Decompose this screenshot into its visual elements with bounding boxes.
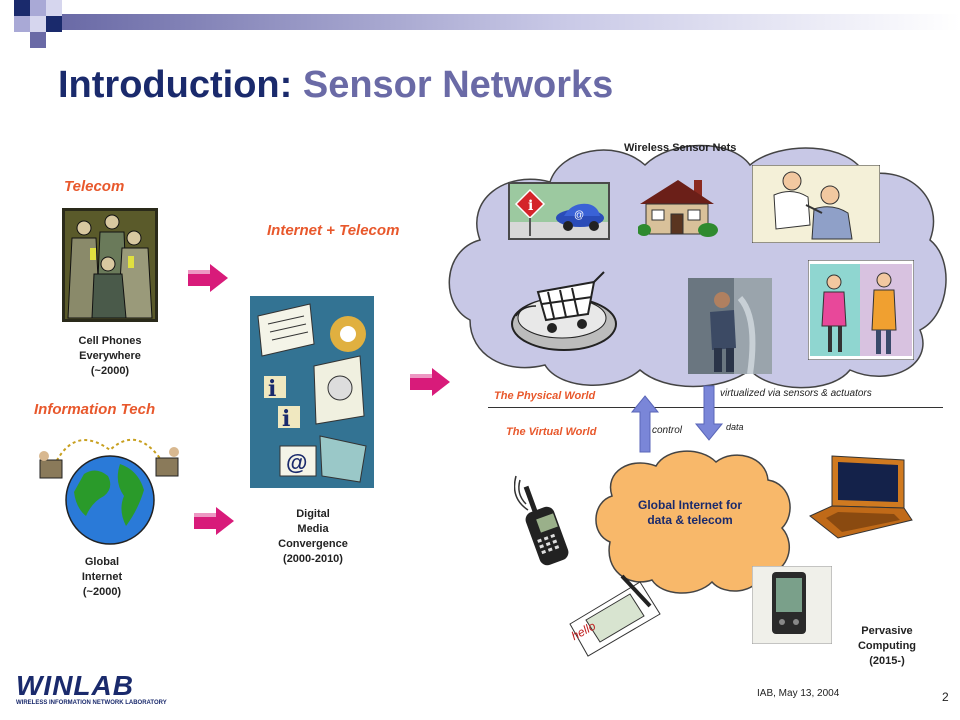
telecom-label: Telecom [64, 178, 125, 195]
digital-media-line-4: (2000-2010) [283, 553, 343, 565]
pervasive-computing-caption: Pervasive Computing (2015-) [840, 624, 934, 669]
virtualized-label: virtualized via sensors & actuators [720, 388, 872, 399]
cloud-label-line-1: Global Internet for [637, 498, 742, 512]
header-square-4 [14, 16, 30, 32]
business-people-image [808, 260, 914, 360]
pervasive-line-3: (2015-) [869, 655, 905, 667]
wireless-sensor-nets-label: Wireless Sensor Nets [624, 142, 737, 154]
digital-media-caption: Digital Media Convergence (2000-2010) [268, 507, 358, 567]
global-internet-cloud-label: Global Internet for data & telecom [620, 498, 760, 528]
data-down-arrow [694, 385, 724, 441]
page-number: 2 [942, 690, 949, 704]
cloud-label-line-2: data & telecom [647, 513, 733, 527]
footer-date: IAB, May 13, 2004 [757, 688, 840, 699]
world-divider-line [488, 407, 943, 408]
internet-telecom-label: Internet + Telecom [267, 222, 400, 239]
worker-photo [688, 278, 772, 374]
global-internet-line-3: (~2000) [82, 586, 122, 598]
cell-phones-line-3: (~2000) [90, 365, 130, 377]
pen-tablet-image: hello [569, 574, 661, 657]
laptop-image [809, 455, 913, 539]
control-up-arrow [630, 395, 660, 453]
right-arrow-infotech [194, 507, 234, 535]
information-tech-label: Information Tech [34, 401, 156, 418]
svg-text:i: i [268, 376, 276, 402]
global-internet-line-2: Internet [81, 571, 123, 583]
globe-image [39, 438, 179, 545]
header-square-1 [14, 0, 30, 16]
control-label: control [652, 425, 683, 436]
digital-media-line-1: Digital [296, 508, 330, 520]
cell-phones-line-2: Everywhere [79, 350, 141, 362]
title-accent: Sensor Networks [302, 64, 614, 106]
digital-media-line-3: Convergence [278, 538, 348, 550]
road-sign-car-image: i @ [508, 182, 610, 240]
cell-phones-line-1: Cell Phones [78, 335, 142, 347]
house-image [638, 180, 718, 237]
header-square-3 [46, 0, 62, 16]
shopping-cart-image [511, 271, 617, 351]
title-main: Introduction: [58, 64, 293, 106]
header-square-2 [30, 0, 46, 16]
global-internet-line-1: Global [84, 556, 120, 568]
svg-text:@: @ [286, 450, 307, 475]
slide-title: Introduction: Sensor Networks [58, 64, 613, 107]
digital-media-line-2: Media [297, 523, 329, 535]
doctor-patient-image [752, 165, 880, 243]
winlab-logo-subtitle: WIRELESS INFORMATION NETWORK LABORATORY [16, 700, 167, 706]
header-gradient-bar [62, 14, 960, 30]
cell-phones-caption: Cell Phones Everywhere (~2000) [58, 334, 162, 379]
header-square-7 [30, 32, 46, 48]
lower-cloud [595, 450, 791, 594]
data-label: data [726, 422, 744, 432]
svg-text:i: i [528, 198, 533, 214]
svg-text:i: i [282, 406, 290, 432]
header-square-6 [46, 16, 62, 32]
right-arrow-telecom [188, 264, 228, 292]
mobile-phone-image [514, 475, 569, 566]
right-arrow-convergence [410, 368, 450, 396]
winlab-logo-text: WINLAB [16, 670, 134, 701]
pervasive-line-1: Pervasive [861, 625, 913, 637]
header-square-5 [30, 16, 46, 32]
pervasive-line-2: Computing [857, 640, 917, 652]
winlab-logo: WINLAB WIRELESS INFORMATION NETWORK LABO… [16, 672, 174, 708]
physical-world-label: The Physical World [494, 390, 596, 402]
business-people-phones-image [62, 208, 158, 322]
svg-text:@: @ [574, 210, 584, 221]
virtual-world-label: The Virtual World [506, 426, 597, 438]
media-convergence-collage: i i @ [250, 296, 374, 488]
global-internet-caption: Global Internet (~2000) [62, 555, 142, 600]
pda-image [752, 566, 832, 644]
